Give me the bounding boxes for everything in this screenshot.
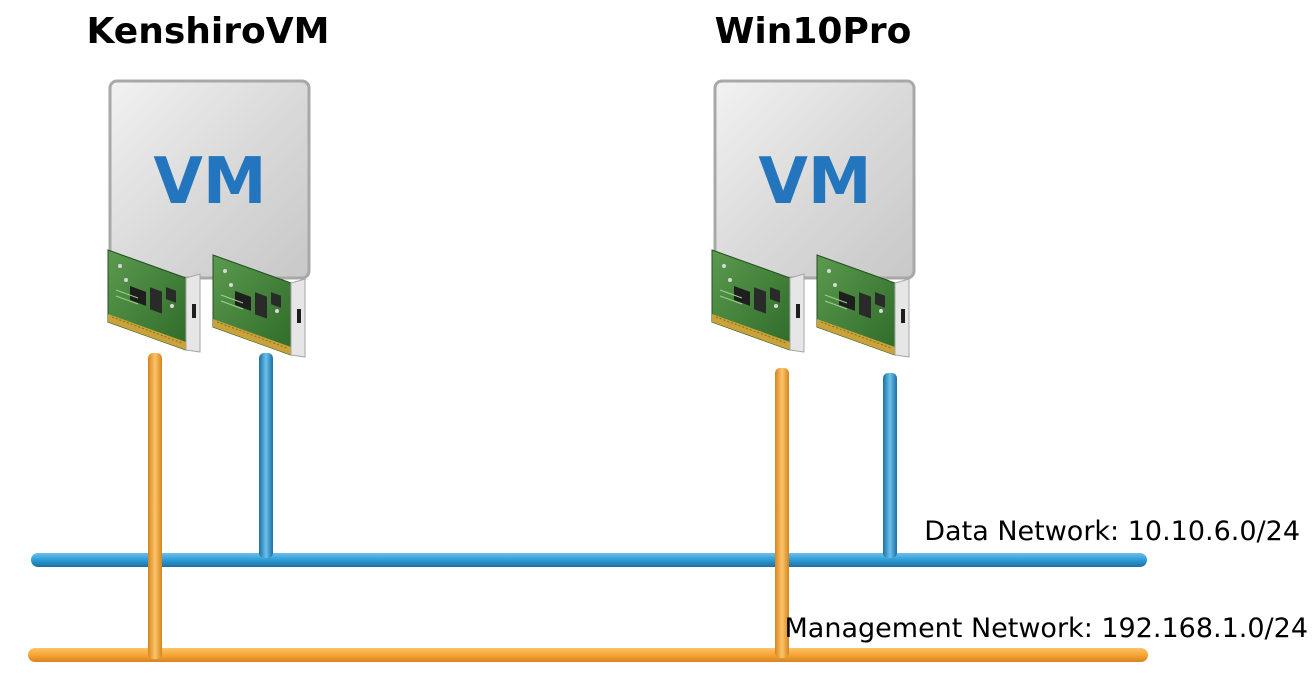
kenshiro-management-link: [148, 353, 162, 659]
win10pro-management-link: [775, 368, 789, 658]
vm-badge-label: VM: [153, 145, 266, 219]
win10pro-data-link: [883, 373, 897, 558]
management-network-bus: [28, 648, 1148, 662]
kenshiro-data-link: [259, 353, 273, 558]
data-network-label: Data Network: 10.10.6.0/24: [924, 516, 1300, 547]
virtual-machine-icon: VM: [713, 79, 916, 280]
virtual-machine-icon: VM: [108, 79, 311, 280]
data-network-bus: [31, 553, 1147, 567]
vm-badge-label: VM: [758, 145, 871, 219]
management-network-label: Management Network: 192.168.1.0/24: [785, 613, 1308, 644]
vm-title-win10pro: Win10Pro: [715, 11, 912, 52]
vm-title-kenshirovm: KenshiroVM: [87, 11, 330, 52]
